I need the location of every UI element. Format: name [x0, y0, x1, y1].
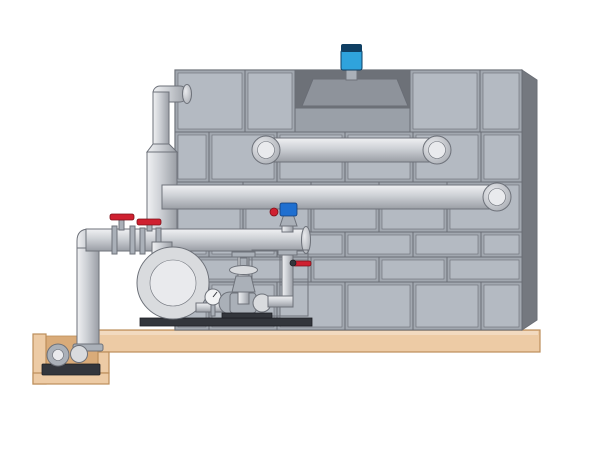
tank-panel: [347, 284, 411, 328]
lower-pipe-end-flange: [301, 226, 311, 254]
tank-panel: [247, 72, 293, 130]
tank-panel: [483, 284, 520, 328]
middle-pipe: [161, 182, 512, 212]
tank-panel: [482, 72, 520, 130]
vent-flange: [182, 84, 192, 104]
level-sensor: [340, 44, 363, 81]
control-valve-flange: [231, 251, 256, 258]
handwheel: [229, 265, 258, 275]
tank-panel: [381, 259, 445, 280]
tank-panel: [313, 259, 377, 280]
tank-panel: [412, 72, 478, 130]
tank-right-side: [521, 69, 538, 331]
upper-pipe-right-flange-face: [428, 141, 446, 159]
control-valve: [229, 250, 258, 305]
valve2-red-lever: [136, 218, 162, 226]
drop-bottom-elbow: [267, 295, 294, 308]
blue-valve-bonnet: [279, 202, 298, 217]
sump-casing: [70, 345, 88, 363]
sump-pump: [41, 343, 101, 376]
sump-motor-endbell: [52, 349, 64, 361]
upper-pipe-left-flange-face: [257, 141, 275, 159]
sensor-body: [340, 49, 363, 71]
sump-pump-base: [41, 363, 101, 376]
tank-panel: [449, 259, 520, 280]
valve1-stem: [118, 219, 125, 231]
lower-pipe-run: [85, 228, 309, 252]
sensor-cap: [341, 44, 362, 52]
tank-panel: [347, 234, 411, 255]
middle-pipe-run: [161, 184, 499, 210]
valve1-flange-left: [111, 225, 118, 255]
tank-panel: [177, 134, 207, 180]
tank-panel: [415, 284, 479, 328]
drain-valve-hub: [289, 259, 297, 267]
sump-drop-pipe: [76, 247, 100, 349]
pilot-handwheel: [269, 207, 279, 217]
valve1-flange-right: [129, 225, 136, 255]
upper-pipe: [251, 135, 452, 165]
butterfly-valve-pair: [109, 213, 162, 255]
valve2-flange-left: [139, 227, 146, 255]
tank-panel: [415, 234, 479, 255]
upper-pipe-run: [261, 137, 441, 163]
separator-face: [149, 259, 197, 307]
manhole-lid: [301, 78, 409, 107]
tank-panel: [483, 234, 520, 255]
pump-base: [221, 312, 273, 319]
blue-valve-flange: [277, 249, 298, 256]
pressure-valve-line: [267, 202, 312, 308]
control-valve-outlet: [237, 291, 250, 305]
valve1-red-lever: [109, 213, 135, 221]
gauge-needle: [212, 291, 218, 298]
skid-base-rail: [139, 317, 313, 327]
tank-panel: [483, 134, 520, 180]
concrete-platform: [32, 329, 541, 385]
middle-pipe-flange-face: [488, 188, 506, 206]
control-valve-body: [231, 275, 256, 293]
platform-top-highlight: [100, 331, 538, 335]
vent-pipe: [152, 91, 170, 145]
